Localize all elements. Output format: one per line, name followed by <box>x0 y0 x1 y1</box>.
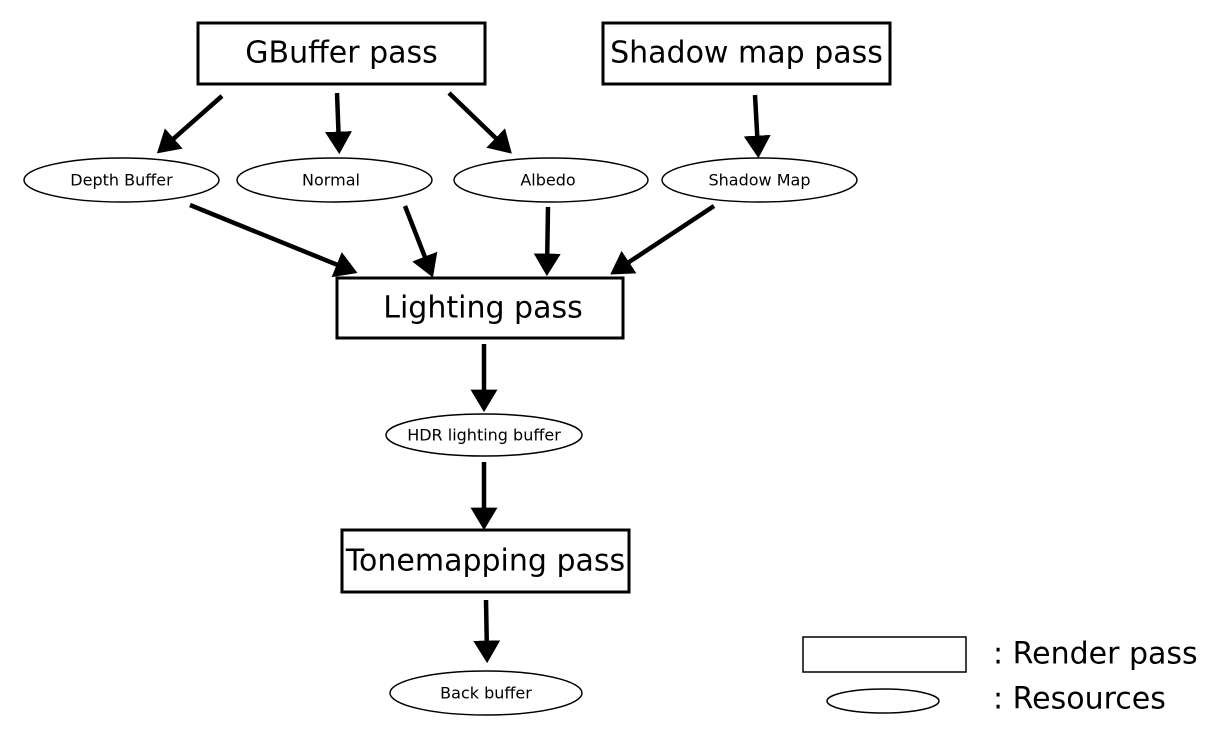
depth-buffer-node: Depth Buffer <box>23 157 220 203</box>
arrow-gbuffer-to-albedo <box>447 91 512 154</box>
back-buffer-ellipse <box>389 670 583 716</box>
normal-ellipse <box>236 157 433 203</box>
arrow-albedo-to-lighting <box>533 206 561 277</box>
back-buffer-node: Back buffer <box>389 670 583 716</box>
arrow-gbuffer-to-depth-buffer <box>156 94 224 154</box>
albedo-ellipse <box>453 157 649 203</box>
legend-render-pass-label: : Render pass <box>993 637 1198 672</box>
shadow-map-pass-box <box>601 21 892 86</box>
shadow-map-pass-label: Shadow map pass <box>610 36 883 71</box>
tonemapping-pass-node: Tonemapping pass <box>340 528 631 594</box>
gbuffer-pass-node: GBuffer pass <box>196 21 487 86</box>
arrows <box>156 91 771 664</box>
legend-render-pass-swatch <box>802 636 967 673</box>
gbuffer-pass-box <box>196 21 487 86</box>
legend-resources: : Resources <box>826 682 1166 717</box>
arrow-normal-to-lighting <box>402 205 438 278</box>
depth-buffer-label: Depth Buffer <box>70 171 173 190</box>
arrow-gbuffer-to-normal <box>324 92 352 155</box>
legend-resources-label: : Resources <box>993 682 1166 717</box>
lighting-pass-box <box>335 276 625 340</box>
normal-label: Normal <box>302 171 360 190</box>
albedo-node: Albedo <box>453 157 649 203</box>
legend-resources-swatch <box>826 688 940 714</box>
shadow-map-ellipse <box>661 157 858 203</box>
arrow-tonemapping-to-back-buffer <box>473 599 501 664</box>
back-buffer-label: Back buffer <box>440 684 532 703</box>
albedo-label: Albedo <box>520 171 575 190</box>
hdr-lighting-buffer-label: HDR lighting buffer <box>407 426 561 445</box>
hdr-lighting-buffer-node: HDR lighting buffer <box>385 413 583 457</box>
arrow-shadow-map-to-lighting <box>610 204 716 275</box>
shadow-map-pass-node: Shadow map pass <box>601 21 892 86</box>
shadow-map-label: Shadow Map <box>709 171 811 190</box>
lighting-pass-label: Lighting pass <box>383 291 582 326</box>
legend: : Render pass : Resources <box>802 636 1198 717</box>
depth-buffer-ellipse <box>23 157 220 203</box>
arrow-shadow-pass-to-shadow-map <box>743 94 771 159</box>
lighting-pass-node: Lighting pass <box>335 276 625 340</box>
hdr-lighting-buffer-ellipse <box>385 413 583 457</box>
shadow-map-node: Shadow Map <box>661 157 858 203</box>
gbuffer-pass-label: GBuffer pass <box>245 36 438 71</box>
normal-node: Normal <box>236 157 433 203</box>
arrow-depth-buffer-to-lighting <box>189 202 358 278</box>
legend-render-pass: : Render pass <box>802 636 1198 673</box>
tonemapping-pass-label: Tonemapping pass <box>345 544 625 579</box>
tonemapping-pass-box <box>340 528 631 594</box>
